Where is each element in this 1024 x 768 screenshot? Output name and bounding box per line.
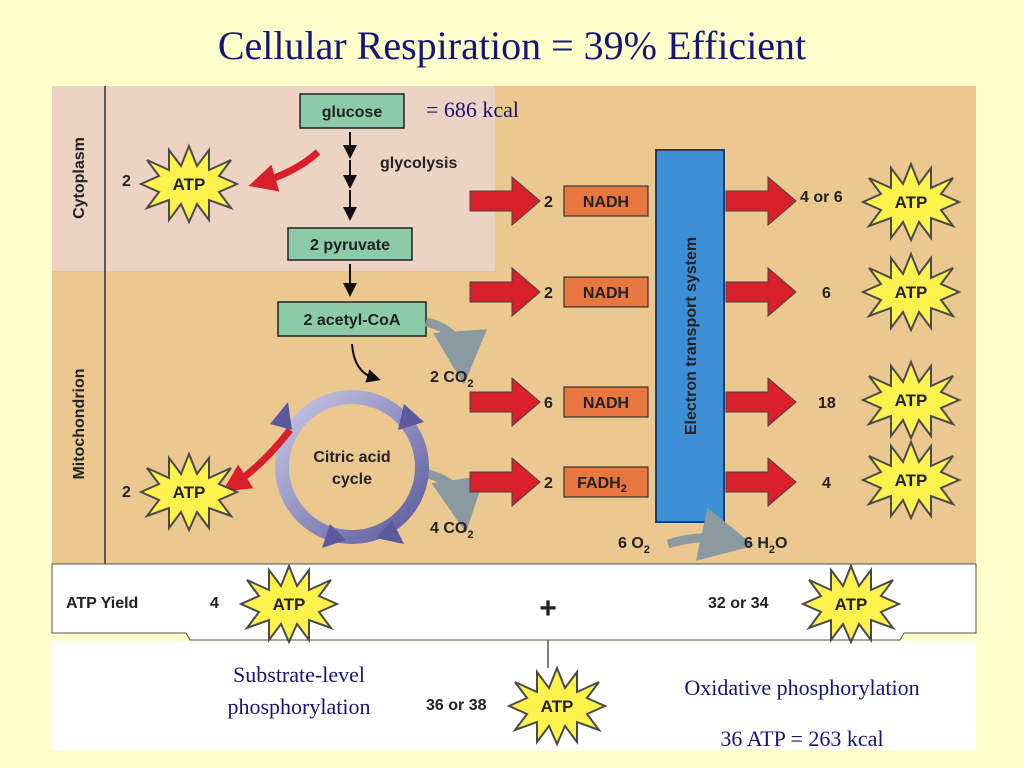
cycle-atp-count: 2 (122, 484, 131, 501)
carrier-box (563, 466, 649, 498)
electron-transport-label: Electron transport system (683, 237, 700, 435)
citric-acid-cycle-ring (275, 390, 429, 544)
electron-transport-bar (655, 149, 725, 523)
carrier-box (563, 276, 649, 308)
mitochondrion-label: Mitochondrion (71, 368, 88, 479)
carrier-out-arrow (725, 376, 797, 428)
cycle-arrowhead-3 (270, 402, 292, 430)
pyruvate-label: 2 pyruvate (310, 237, 390, 254)
carrier-row-2: 2 NADH 6 ATP (469, 252, 961, 332)
carrier-count: 2 (544, 285, 553, 302)
carrier-name: NADH (583, 395, 629, 412)
carrier-name: NADH (583, 285, 629, 302)
water-label: 6 H2O (744, 535, 787, 556)
cytoplasm-label: Cytoplasm (71, 137, 88, 219)
total-atp-label: ATP (541, 697, 574, 716)
atp-yield-label: ATP Yield (66, 595, 138, 612)
oxygen-label: 6 O2 (618, 535, 650, 556)
carrier-yield: 4 (822, 475, 831, 492)
oxidative-yield-atp-label: ATP (835, 595, 868, 614)
acetyl-coa-box (277, 301, 427, 337)
oxidative-label-2: 36 ATP = 263 kcal (720, 726, 883, 751)
co2-arrow-1 (424, 317, 487, 385)
carrier-atp-label: ATP (895, 283, 928, 302)
cycle-atp-arrow (222, 427, 293, 492)
carrier-atp-label: ATP (895, 193, 928, 212)
carrier-in-arrow (469, 266, 541, 318)
carrier-in-arrow (469, 376, 541, 428)
slide-title: Cellular Respiration = 39% Efficient (217, 23, 807, 68)
glucose-energy: = 686 kcal (426, 97, 519, 122)
carrier-name: NADH (583, 194, 629, 211)
cycle-arrowhead-4 (322, 524, 346, 548)
plus-sign: + (539, 592, 557, 625)
carrier-row-4: 2 FADH2 4 ATP (469, 440, 961, 520)
acetyl-coa-label: 2 acetyl-CoA (304, 312, 401, 329)
glucose-box (299, 93, 405, 129)
carrier-out-arrow (725, 456, 797, 508)
citric-acid-cycle-label-1: Citric acid (313, 449, 390, 466)
oxidative-label-1: Oxidative phosphorylation (684, 675, 919, 700)
glycolysis-atp-count: 2 (122, 173, 131, 190)
carrier-yield: 4 or 6 (800, 189, 843, 206)
substrate-level-label-2: phosphorylation (228, 694, 371, 719)
glucose-label: glucose (322, 104, 383, 121)
glycolysis-label: glycolysis (380, 155, 457, 172)
oxidative-yield-count: 32 or 34 (708, 595, 769, 612)
carrier-box (563, 386, 649, 418)
co2-label-1: 2 CO2 (430, 369, 473, 390)
carrier-out-arrow (725, 266, 797, 318)
co2-label-2: 4 CO2 (430, 520, 473, 541)
carrier-in-arrow (469, 175, 541, 227)
carrier-atp-label: ATP (895, 391, 928, 410)
cycle-arrowhead-1 (398, 404, 424, 430)
carrier-count: 6 (544, 395, 553, 412)
citric-acid-cycle-label-2: cycle (332, 471, 372, 488)
carrier-yield: 18 (818, 395, 836, 412)
oxygen-to-water-arrow (666, 507, 755, 561)
carrier-row-3: 6 NADH 18 ATP (469, 360, 961, 440)
total-atp-count: 36 or 38 (426, 697, 487, 714)
carrier-yield: 6 (822, 285, 831, 302)
acetyl-to-cycle-arrow (351, 343, 381, 383)
substrate-yield-count: 4 (210, 595, 219, 612)
carrier-out-arrow (725, 175, 797, 227)
glycolysis-atp-arrow (248, 149, 321, 192)
summary-area (52, 641, 976, 750)
cycle-arrowhead-2 (376, 520, 404, 544)
carrier-box (563, 185, 649, 217)
carrier-atp-label: ATP (895, 471, 928, 490)
carrier-in-arrow (469, 456, 541, 508)
substrate-level-label-1: Substrate-level (233, 662, 365, 687)
pyruvate-box (287, 227, 413, 261)
substrate-yield-atp-label: ATP (273, 595, 306, 614)
carrier-row-1: 2 NADH 4 or 6 ATP (469, 162, 961, 242)
carrier-count: 2 (544, 194, 553, 211)
carrier-name: FADH2 (577, 475, 627, 495)
glycolysis-atp-label: ATP (173, 175, 206, 194)
cycle-atp-label: ATP (173, 483, 206, 502)
carrier-count: 2 (544, 475, 553, 492)
